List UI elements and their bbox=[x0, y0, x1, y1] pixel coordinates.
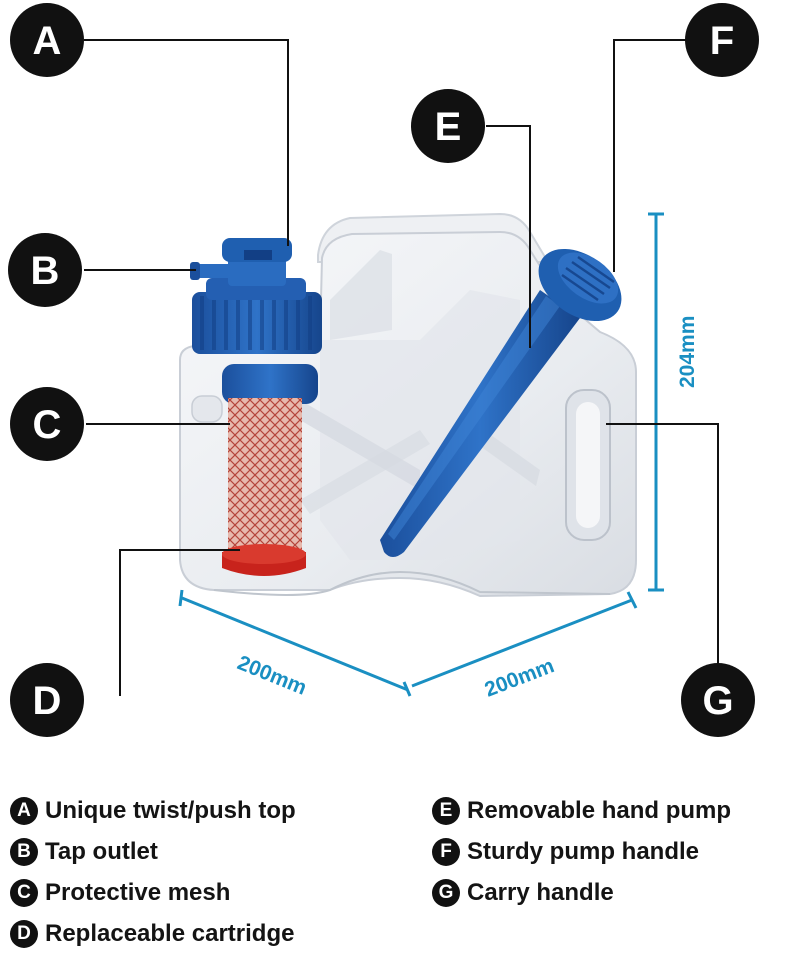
sturdy-pump-handle bbox=[538, 248, 622, 322]
width-dimension-label: 200mm bbox=[234, 651, 310, 699]
depth-dimension-label: 200mm bbox=[482, 654, 558, 701]
dimension-lines bbox=[178, 212, 664, 697]
legend-left: A Unique twist/push top B Tap outlet C P… bbox=[10, 790, 390, 954]
legend-text-a: Unique twist/push top bbox=[45, 796, 296, 824]
callout-a: A bbox=[10, 3, 84, 77]
legend-badge-b: B bbox=[10, 837, 38, 866]
legend-text-c: Protective mesh bbox=[45, 878, 231, 906]
legend-item-e: E Removable hand pump bbox=[432, 790, 787, 831]
callout-e: E bbox=[411, 89, 485, 163]
legend-item-a: A Unique twist/push top bbox=[10, 790, 390, 831]
legend-item-f: F Sturdy pump handle bbox=[432, 831, 787, 872]
legend-right: E Removable hand pump F Sturdy pump hand… bbox=[432, 790, 787, 913]
svg-text:G: G bbox=[702, 679, 733, 723]
svg-text:A: A bbox=[33, 19, 62, 63]
hand-pump bbox=[380, 290, 580, 557]
callout-f: F bbox=[685, 3, 759, 77]
svg-text:E: E bbox=[435, 105, 462, 149]
leader-lines bbox=[84, 39, 719, 696]
legend-text-d: Replaceable cartridge bbox=[45, 919, 295, 947]
legend-badge-e: E bbox=[432, 796, 460, 825]
callout-d: D bbox=[10, 663, 84, 737]
svg-text:C: C bbox=[33, 403, 62, 447]
svg-text:F: F bbox=[710, 19, 734, 63]
svg-text:D: D bbox=[33, 679, 62, 723]
svg-text:B: B bbox=[31, 249, 60, 293]
callout-g: G bbox=[681, 663, 755, 737]
legend-text-g: Carry handle bbox=[467, 878, 614, 906]
legend-item-b: B Tap outlet bbox=[10, 831, 390, 872]
legend-text-e: Removable hand pump bbox=[467, 796, 732, 824]
legend-badge-c: C bbox=[10, 878, 38, 907]
diagram-svg: 200mm 200mm 204mm A B C D E F G bbox=[8, 3, 759, 737]
height-dimension-label: 204mm bbox=[676, 316, 699, 388]
callout-b: B bbox=[8, 233, 82, 307]
legend-badge-d: D bbox=[10, 919, 38, 948]
legend-item-g: G Carry handle bbox=[432, 872, 787, 913]
legend-badge-a: A bbox=[10, 796, 38, 825]
legend-badge-g: G bbox=[432, 878, 460, 907]
legend-text-f: Sturdy pump handle bbox=[467, 837, 700, 865]
filter-cartridge bbox=[222, 364, 318, 576]
callout-c: C bbox=[10, 387, 84, 461]
tap-outlet bbox=[190, 262, 232, 280]
legend-item-d: D Replaceable cartridge bbox=[10, 913, 390, 954]
legend-item-c: C Protective mesh bbox=[10, 872, 390, 913]
legend-badge-f: F bbox=[432, 837, 460, 866]
twist-push-top bbox=[192, 238, 322, 354]
protective-mesh bbox=[228, 398, 302, 554]
legend-text-b: Tap outlet bbox=[45, 837, 158, 865]
product-diagram: 200mm 200mm 204mm A B C D E F G bbox=[8, 3, 759, 737]
